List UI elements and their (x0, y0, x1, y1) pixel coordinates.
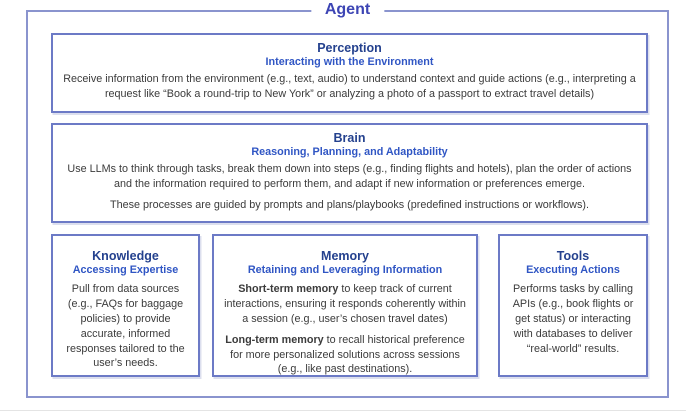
agent-frame-title: Agent (310, 0, 385, 20)
agent-frame: Agent Perception Interacting with the En… (26, 0, 669, 398)
knowledge-description: Pull from data sources (e.g., FAQs for b… (66, 283, 185, 370)
knowledge-title: Knowledge (92, 249, 159, 263)
tools-description: Performs tasks by calling APIs (e.g., bo… (512, 283, 634, 355)
perception-panel: Perception Interacting with the Environm… (51, 33, 648, 113)
page-edge-divider (0, 410, 686, 411)
brain-subtitle: Reasoning, Planning, and Adaptability (251, 146, 448, 158)
short-term-memory-lead: Short-term memory (238, 283, 339, 295)
knowledge-panel: Knowledge Accessing Expertise Pull from … (51, 234, 200, 377)
brain-panel: Brain Reasoning, Planning, and Adaptabil… (51, 123, 648, 223)
memory-short-term-description: Short-term memory to keep track of curre… (214, 282, 476, 327)
perception-title: Perception (317, 41, 382, 55)
perception-subtitle: Interacting with the Environment (265, 56, 434, 68)
long-term-memory-text: to recall historical preference for more… (230, 333, 465, 376)
brain-title: Brain (333, 131, 366, 145)
short-term-memory-text: to keep track of current interactions, e… (224, 283, 466, 325)
memory-title: Memory (321, 249, 369, 263)
memory-long-term-description: Long-term memory to recall historical pr… (214, 333, 476, 378)
brain-description-1: Use LLMs to think through tasks, break t… (67, 163, 632, 190)
memory-subtitle: Retaining and Leveraging Information (247, 264, 443, 276)
memory-panel: Memory Retaining and Leveraging Informat… (212, 234, 478, 377)
long-term-memory-lead: Long-term memory (225, 333, 324, 346)
perception-description: Receive information from the environment… (63, 73, 636, 100)
brain-description-2: These processes are guided by prompts an… (110, 198, 589, 211)
tools-subtitle: Executing Actions (526, 264, 620, 276)
tools-panel: Tools Executing Actions Performs tasks b… (498, 234, 648, 377)
knowledge-subtitle: Accessing Expertise (72, 264, 179, 276)
tools-title: Tools (556, 249, 590, 263)
